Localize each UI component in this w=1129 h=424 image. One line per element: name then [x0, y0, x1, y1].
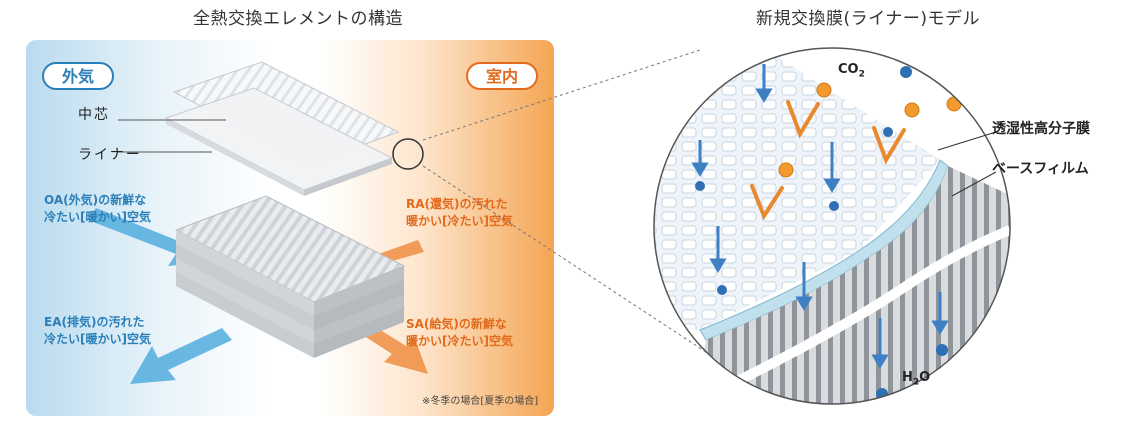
membrane-edge	[699, 159, 949, 341]
base-film-label: ベースフィルム	[992, 161, 1089, 177]
liner-label: ライナー	[78, 147, 142, 163]
outside-air-badge: 外気	[42, 62, 114, 90]
core-label: 中芯	[78, 107, 110, 123]
ra-annotation: RA(還気)の汚れた 暖かい[冷たい]空気	[406, 196, 513, 230]
ra-line2: 暖かい[冷たい]空気	[406, 214, 513, 228]
membrane-label: 透湿性高分子膜	[992, 121, 1090, 137]
element-structure-panel: 外気 室内 中芯 ライナー OA(外気)の新鮮な 冷たい[暖かい]空気 RA(還…	[26, 40, 554, 416]
ea-line1: EA(排気)の汚れた	[44, 315, 145, 329]
sa-annotation: SA(給気)の新鮮な 暖かい[冷たい]空気	[406, 316, 513, 350]
indoor-badge: 室内	[466, 62, 538, 90]
co2-arrows	[750, 100, 906, 221]
ea-line2: 冷たい[暖かい]空気	[44, 332, 151, 346]
h2o-arrows	[691, 64, 949, 369]
ra-line1: RA(還気)の汚れた	[406, 197, 508, 211]
h2o-molecules	[695, 66, 948, 400]
co2-molecules	[778, 82, 962, 178]
zoom-model-circle	[653, 47, 1011, 405]
base-film	[690, 166, 1010, 404]
sa-line1: SA(給気)の新鮮な	[406, 317, 507, 331]
left-title: 全熱交換エレメントの構造	[193, 9, 403, 29]
co2-label: CO2	[838, 62, 865, 80]
season-note: ※冬季の場合[夏季の場合]	[422, 396, 539, 407]
element-illustration	[88, 61, 428, 384]
h2o-label: H2O	[902, 370, 931, 388]
oa-line1: OA(外気)の新鮮な	[44, 193, 147, 207]
liner-sheet	[164, 87, 394, 196]
ea-arrow	[130, 328, 232, 384]
ea-annotation: EA(排気)の汚れた 冷たい[暖かい]空気	[44, 314, 151, 348]
sa-line2: 暖かい[冷たい]空気	[406, 334, 513, 348]
right-title: 新規交換膜(ライナー)モデル	[756, 9, 980, 29]
oa-annotation: OA(外気)の新鮮な 冷たい[暖かい]空気	[44, 192, 151, 226]
zoom-circle	[392, 138, 424, 170]
membrane-surface	[654, 48, 940, 340]
oa-line2: 冷たい[暖かい]空気	[44, 210, 151, 224]
element-stack	[174, 195, 406, 358]
